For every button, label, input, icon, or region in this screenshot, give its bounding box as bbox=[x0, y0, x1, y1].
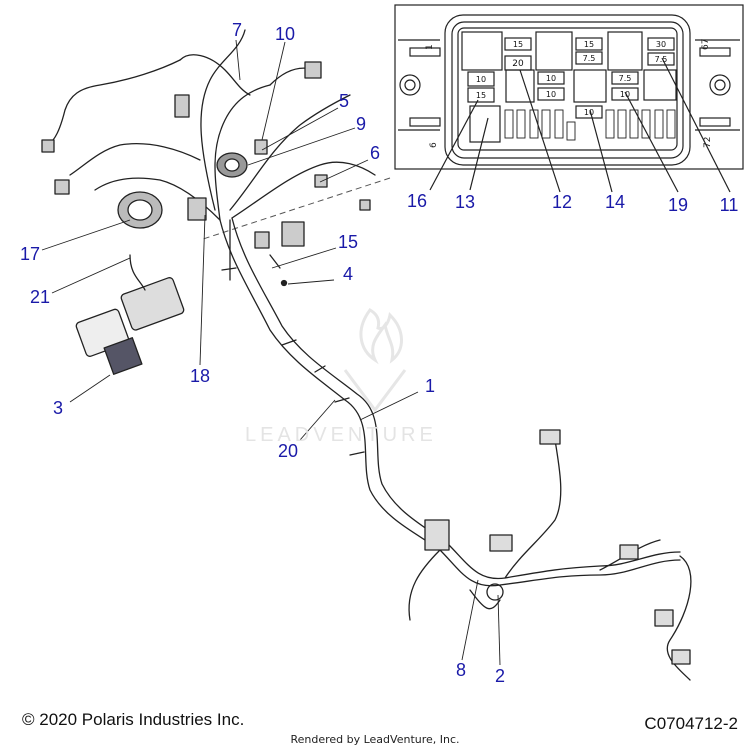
callout-1: 1 bbox=[425, 376, 435, 396]
callout-16: 16 bbox=[407, 191, 427, 211]
callout-7: 7 bbox=[232, 20, 242, 40]
callout-4: 4 bbox=[343, 264, 353, 284]
rendered-by-text: Rendered by LeadVenture, Inc. bbox=[290, 733, 460, 746]
callout-21: 21 bbox=[30, 287, 50, 307]
callout-3: 3 bbox=[53, 398, 63, 418]
fuse-rating: 30 bbox=[656, 40, 666, 49]
watermark-text: LEADVENTURE bbox=[245, 424, 437, 446]
fuse-rating: 15 bbox=[476, 91, 486, 100]
diagram-code: C0704712-2 bbox=[644, 714, 738, 733]
fuse-ratings: 15 20 10 15 10 15 7.5 10 10 7.5 10 30 7.… bbox=[476, 40, 667, 117]
callout-10: 10 bbox=[275, 24, 295, 44]
pin-labels: 1 67 6 72 bbox=[425, 39, 713, 148]
callout-19: 19 bbox=[668, 195, 688, 215]
callout-13: 13 bbox=[455, 192, 475, 212]
callout-9: 9 bbox=[356, 114, 366, 134]
fuse-rating: 10 bbox=[476, 75, 486, 84]
pin-label: 1 bbox=[425, 44, 435, 50]
fuse-rating: 7.5 bbox=[583, 54, 596, 63]
fuse-rating: 10 bbox=[620, 90, 630, 99]
callout-6: 6 bbox=[370, 143, 380, 163]
pin-label: 6 bbox=[429, 142, 439, 148]
fuse-rating: 7.5 bbox=[619, 74, 632, 83]
callout-labels: 1 2 3 4 5 6 7 8 9 10 11 12 13 14 15 16 1… bbox=[20, 20, 738, 686]
leader-lines bbox=[41, 39, 501, 666]
fuse-rating: 15 bbox=[513, 40, 523, 49]
callout-14: 14 bbox=[605, 192, 625, 212]
projection-line bbox=[199, 177, 391, 241]
callout-20: 20 bbox=[278, 441, 298, 461]
fuse-rating: 10 bbox=[546, 90, 556, 99]
wire-harness bbox=[41, 29, 692, 681]
watermark-logo bbox=[343, 308, 407, 413]
callout-5: 5 bbox=[339, 91, 349, 111]
callout-8: 8 bbox=[456, 660, 466, 680]
fuse-rating: 10 bbox=[546, 74, 556, 83]
fuse-rating: 15 bbox=[584, 40, 594, 49]
callout-2: 2 bbox=[495, 666, 505, 686]
callout-11: 11 bbox=[720, 195, 739, 215]
pin-label: 67 bbox=[701, 39, 711, 50]
callout-17: 17 bbox=[20, 244, 40, 264]
fuse-box-inset bbox=[394, 4, 744, 193]
callout-15: 15 bbox=[338, 232, 358, 252]
callout-12: 12 bbox=[552, 192, 572, 212]
fuse-rating: 20 bbox=[512, 59, 524, 69]
fuse-rating: 10 bbox=[584, 108, 594, 117]
pin-label: 72 bbox=[703, 137, 713, 148]
copyright-text: © 2020 Polaris Industries Inc. bbox=[22, 710, 245, 729]
callout-18: 18 bbox=[190, 366, 210, 386]
fuse-rating: 7.5 bbox=[655, 55, 668, 64]
